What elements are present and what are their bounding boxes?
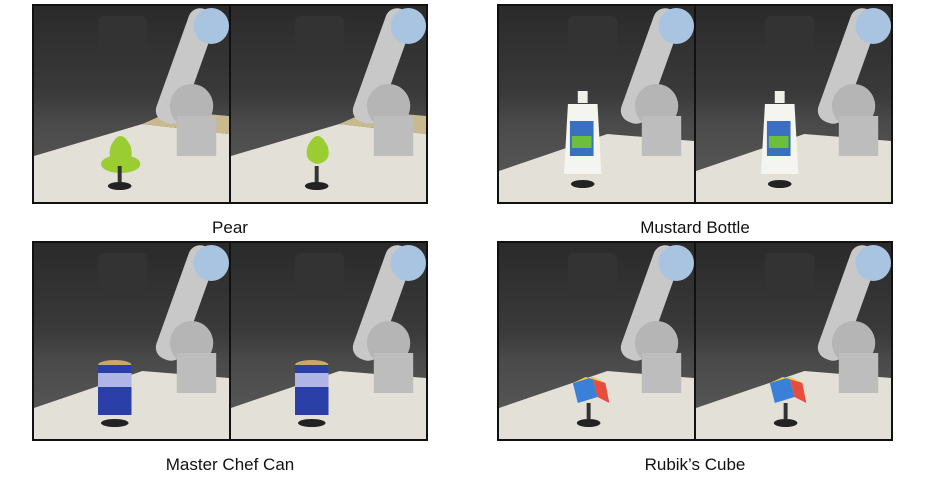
mustard-frame-right: [694, 6, 891, 202]
master-chef-can-caption: Master Chef Can: [165, 455, 295, 474]
mustard-bottle-panel: [497, 4, 893, 204]
robot-scene-image: [696, 245, 891, 439]
pear-frame-right: [229, 6, 426, 202]
master-chef-can-panel: [32, 241, 428, 441]
robot-scene-image: [231, 245, 426, 439]
robot-scene-image: [499, 245, 694, 439]
robot-scene-image: [499, 8, 694, 202]
rubiks-cube-caption: Rubik’s Cube: [644, 455, 746, 474]
robot-scene-image: [231, 8, 426, 202]
pear-panel: [32, 4, 428, 204]
mustard-frame-left: [499, 6, 694, 202]
can-frame-right: [229, 243, 426, 439]
rubiks-cube-panel: [497, 241, 893, 441]
cube-frame-right: [694, 243, 891, 439]
robot-scene-image: [34, 8, 229, 202]
pear-caption: Pear: [212, 218, 248, 237]
robot-scene-image: [34, 245, 229, 439]
robot-scene-image: [696, 8, 891, 202]
pear-frame-left: [34, 6, 229, 202]
mustard-bottle-caption: Mustard Bottle: [640, 218, 750, 237]
can-frame-left: [34, 243, 229, 439]
cube-frame-left: [499, 243, 694, 439]
